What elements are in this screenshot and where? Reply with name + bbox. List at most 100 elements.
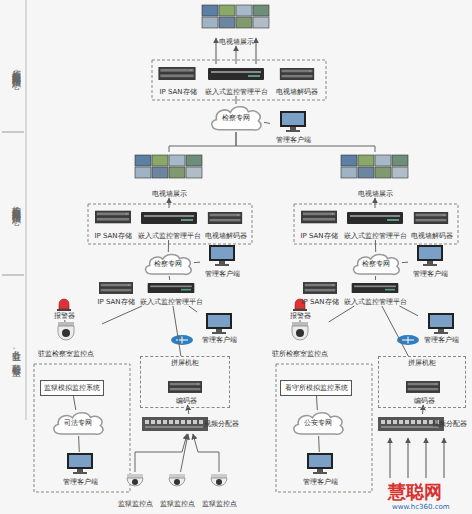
device-node: 驻监检察室监控点 <box>30 322 102 358</box>
connector <box>188 405 189 414</box>
device-node: 嵌入式监控管理平台 <box>342 280 408 306</box>
connector <box>73 396 75 410</box>
node-label: 嵌入式监控管理平台 <box>138 232 201 240</box>
node-label: 监狱模拟监控系统 <box>44 384 100 392</box>
node-label: 拼屏机柜 <box>171 359 199 367</box>
section-title: 省检察院监控联网指挥中心 <box>5 6 21 130</box>
node-label: IP SAN存储 <box>159 88 196 96</box>
section-title: 市检察院监控联网指挥中心 <box>5 140 21 268</box>
network-cloud: 司法专网 <box>50 410 106 436</box>
device-node: 电视墙解码器 <box>204 208 248 240</box>
node-label: 管理客户端 <box>276 136 311 144</box>
connector <box>169 132 236 152</box>
network-cloud: 检察专网 <box>208 104 264 132</box>
device-node: 监狱监控点 <box>156 472 198 508</box>
node-label: 嵌入式监控管理平台 <box>344 232 407 240</box>
node-label: IP SAN存储 <box>94 232 131 240</box>
device-node: IP SAN存储 <box>96 280 136 306</box>
connector <box>329 306 355 322</box>
cabinet-group: 拼屏机柜编码器 <box>140 356 230 408</box>
node-label: 管理客户端 <box>205 270 240 278</box>
connector <box>236 96 237 104</box>
device-node: 管理客户端 <box>296 452 344 486</box>
cloud-path <box>354 254 400 274</box>
device-node: 嵌入式监控管理平台 <box>202 64 270 96</box>
node-label: 嵌入式监控管理平台 <box>140 298 203 306</box>
node-label: 电视墙展示 <box>219 38 254 46</box>
cloud-path <box>146 254 192 274</box>
network-cloud: 公安专网 <box>290 410 346 436</box>
system-box: 监狱模拟监控系统 <box>40 380 104 396</box>
node-label: 公安专网 <box>304 419 332 427</box>
device-node: 嵌入式监控管理平台 <box>342 208 408 240</box>
left-strip <box>2 0 26 420</box>
connector <box>194 262 200 263</box>
connector <box>169 276 171 280</box>
node-label: 视频分配器 <box>432 420 467 428</box>
video-distributor: 视频分配器 <box>140 414 240 434</box>
node-label: 检察专网 <box>222 114 250 122</box>
device-node: IP SAN存储 <box>92 208 134 240</box>
network-cloud: 检察专网 <box>142 252 194 276</box>
device-node: 嵌入式监控管理平台 <box>138 280 204 306</box>
device-node: 报警器 <box>44 296 84 320</box>
device-node: 管理客户端 <box>418 312 464 344</box>
node-label: 管理客户端 <box>413 270 448 278</box>
device-node: 编码器 <box>399 379 449 405</box>
device-node: IP SAN存储 <box>156 64 200 96</box>
connector <box>169 198 170 208</box>
connector <box>318 436 320 452</box>
system-box: 看守所模拟监控系统 <box>280 380 352 396</box>
node-label: 电视墙展示 <box>358 190 393 198</box>
node-label: 监狱监控点 <box>118 500 153 508</box>
connector <box>193 434 219 472</box>
connector <box>375 198 376 208</box>
device-node: 驻所检察室监控点 <box>262 322 338 358</box>
node-label: 编码器 <box>414 397 435 405</box>
connector <box>236 132 375 152</box>
connector <box>102 306 142 324</box>
device-node: 管理客户端 <box>270 110 316 144</box>
watermark: www.hc360.com <box>392 504 472 514</box>
device-node: 电视墙展示 <box>336 152 414 198</box>
cloud-path <box>212 107 261 130</box>
node-label: 检察专网 <box>154 260 182 268</box>
device-node: 电视墙解码器 <box>272 64 322 96</box>
extra-wires <box>216 38 444 478</box>
node-label: 电视墙解码器 <box>205 232 247 240</box>
connector <box>181 434 189 472</box>
connector <box>422 405 424 414</box>
connector <box>300 320 301 322</box>
device-node: 电视墙解码器 <box>410 208 454 240</box>
device-node: 电视墙展示 <box>130 152 208 198</box>
node-label: 电视墙解码器 <box>276 88 318 96</box>
device-node: 管理客户端 <box>408 244 452 278</box>
video-distributor: 视频分配器 <box>376 414 468 434</box>
device-node: 监狱监控点 <box>114 472 156 508</box>
node-label: 驻监检察室监控点 <box>38 350 94 358</box>
node-label: 管理客户端 <box>202 336 237 344</box>
node-label: 司法专网 <box>64 419 92 427</box>
node-label: 视频分配器 <box>204 420 239 428</box>
connector <box>173 306 181 356</box>
device-node: 管理客户端 <box>196 312 242 344</box>
watermark: 慧聪网 <box>388 482 472 506</box>
connector <box>64 320 65 322</box>
connector <box>375 240 376 252</box>
node-label: 编码器 <box>176 397 197 405</box>
cloud-path <box>54 413 103 435</box>
cloud-path <box>294 413 343 435</box>
device-node: IP SAN存储 <box>298 208 340 240</box>
node-label: 报警器 <box>54 312 75 320</box>
node-label: 监狱监控点 <box>160 500 195 508</box>
node-label: IP SAN存储 <box>301 298 338 306</box>
node-label: 报警器 <box>290 312 311 320</box>
section-title: 各驻监、驻所检察室 <box>5 290 21 414</box>
node-label: 嵌入式监控管理平台 <box>205 88 268 96</box>
node-label: IP SAN存储 <box>97 298 134 306</box>
node-label: 看守所模拟监控系统 <box>285 384 348 392</box>
cabinet-group: 拼屏机柜编码器 <box>378 356 466 408</box>
